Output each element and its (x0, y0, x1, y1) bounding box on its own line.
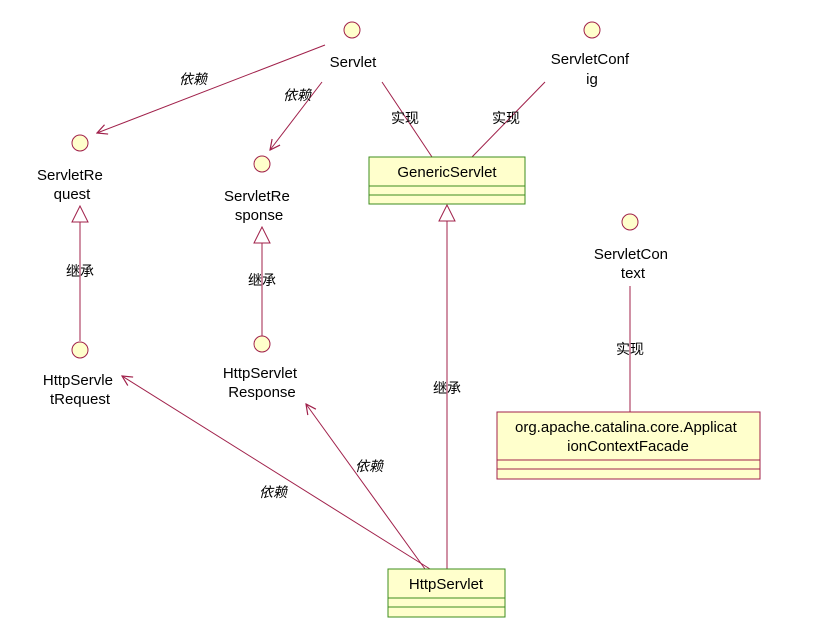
servlet-interface-icon (343, 21, 361, 39)
edge-label-inherits-response: 继承 (248, 273, 276, 289)
edge-label-inherits-request: 继承 (66, 264, 94, 280)
edge-servlet-generic (381, 81, 433, 158)
appcontextfacade-name: org.apache.catalina.core.Applicat ionCon… (515, 419, 741, 455)
servletcontext-label: ServletCon text (594, 246, 672, 282)
edge-label-realizes-config: 实现 (492, 111, 520, 127)
edge-servlet-to-request (97, 44, 326, 133)
edge-servlet-to-response (270, 81, 323, 150)
servletresponse-label: ServletRe sponse (224, 188, 294, 224)
httpservletresponse-interface-icon (253, 335, 271, 353)
edge-config-generic (471, 81, 546, 158)
servletcontext-interface-icon (621, 213, 639, 231)
edge-http-to-httpreq (122, 376, 431, 570)
edge-label-realizes-servlet: 实现 (391, 111, 419, 127)
genericservlet-class: GenericServlet (368, 156, 526, 205)
httpservletrequest-interface-icon (71, 341, 89, 359)
edge-label-realizes-context: 实现 (616, 342, 644, 358)
httpservletresponse-label: HttpServlet Response (223, 365, 301, 401)
servletrequest-label: ServletRe quest (37, 167, 107, 203)
servletrequest-interface-icon (71, 134, 89, 152)
edge-label-depends-httpresp: 依赖 (355, 459, 384, 475)
edge-label-depends-request: 依赖 (179, 72, 208, 88)
edge-label-depends-httpreq: 依赖 (259, 485, 288, 501)
httpservletrequest-label: HttpServle tRequest (43, 372, 117, 408)
appcontextfacade-class: org.apache.catalina.core.Applicat ionCon… (496, 411, 761, 480)
genericservlet-name: GenericServlet (397, 164, 497, 181)
httpservlet-class: HttpServlet (387, 568, 506, 618)
servletconfig-interface-icon (583, 21, 601, 39)
servletconfig-label: ServletConf ig (551, 51, 634, 88)
inherit-triangle-response (253, 225, 271, 244)
inherit-triangle-generic (438, 203, 456, 222)
inherit-triangle-request (71, 204, 89, 223)
httpservlet-name: HttpServlet (409, 576, 484, 593)
servletresponse-interface-icon (253, 155, 271, 173)
edge-http-to-httpresp (306, 404, 426, 570)
servlet-label: Servlet (330, 54, 378, 71)
edge-label-inherits-generic: 继承 (433, 381, 461, 397)
edge-label-depends-response: 依赖 (283, 88, 312, 104)
